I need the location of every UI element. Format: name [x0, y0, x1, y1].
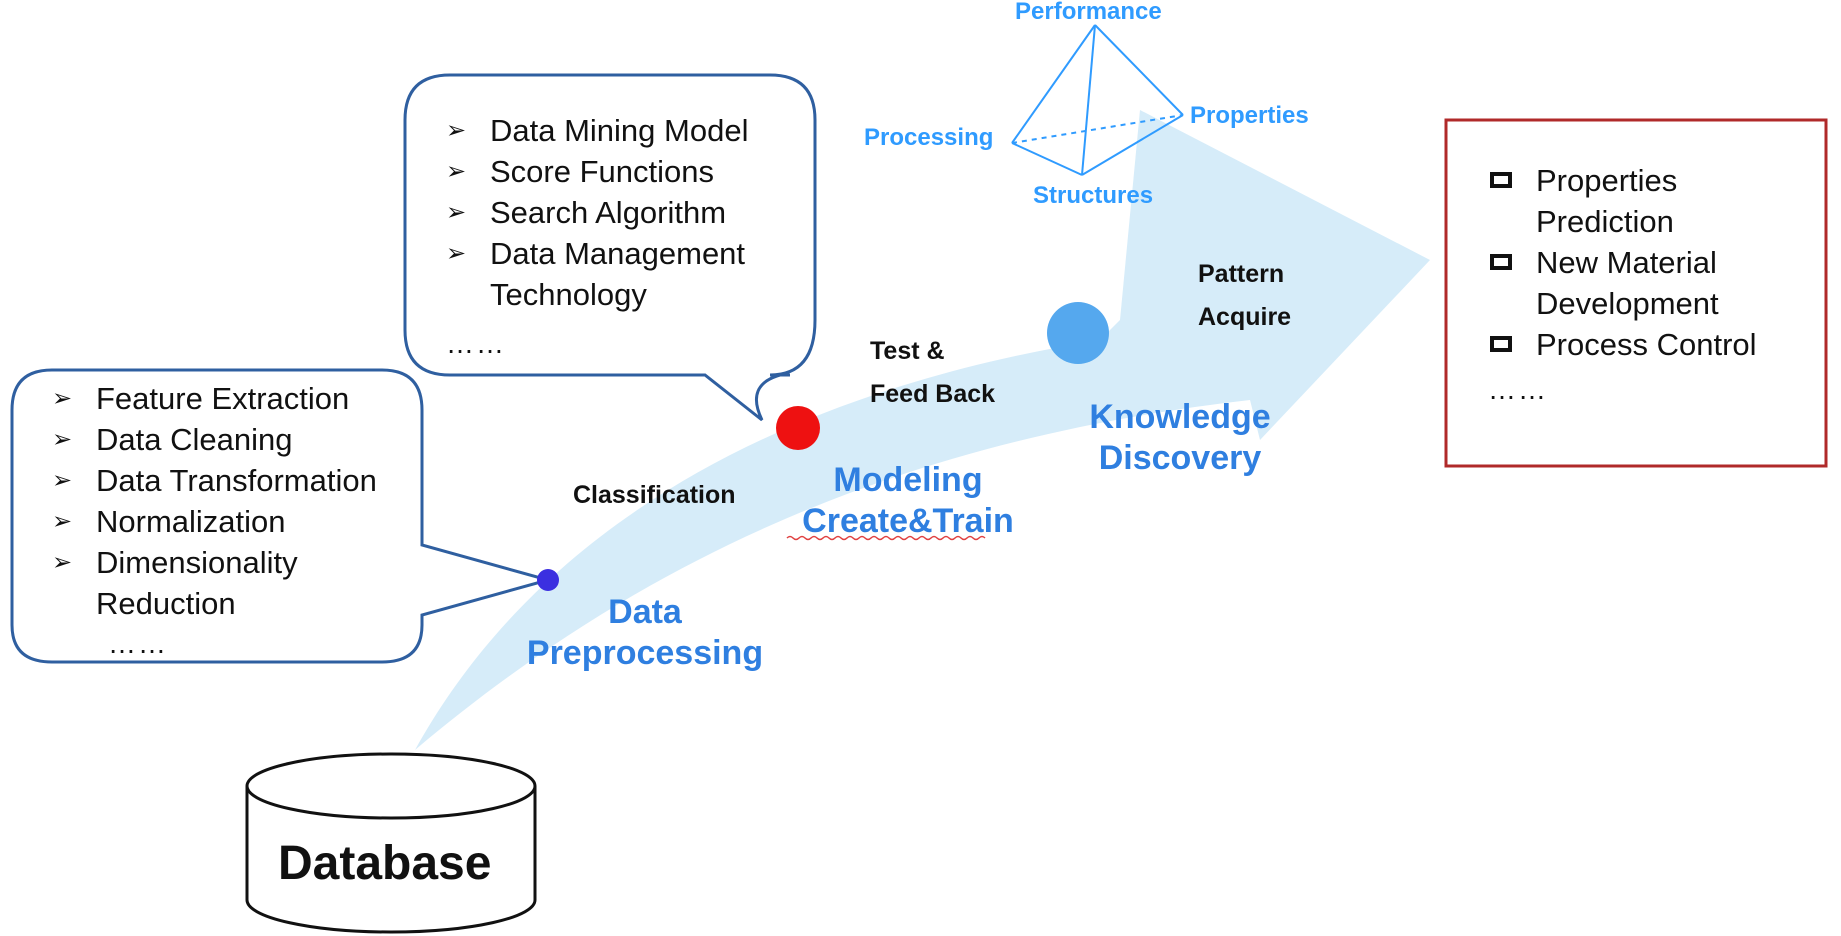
arrow-bullet-icon: ➢: [52, 549, 73, 576]
database-cylinder: [245, 752, 537, 934]
list-item-continuation: Reduction: [96, 586, 236, 621]
list-item: ➢Data Cleaning: [52, 419, 377, 460]
step-test-feedback: Test & Feed Back: [870, 337, 996, 408]
list-item: ➢Data Management: [446, 233, 748, 274]
arrow-bullet-icon: ➢: [52, 426, 73, 453]
spellcheck-underline: [786, 535, 986, 541]
stage-knowledge-discovery: Knowledge Discovery: [1089, 398, 1271, 477]
step-pattern-acquire: Pattern Acquire: [1198, 260, 1292, 331]
list-item: ➢Data Mining Model: [446, 110, 748, 151]
list-item-continuation: Technology: [490, 277, 647, 312]
list-item-continuation: Development: [1536, 286, 1719, 321]
preprocessing-bubble: [10, 368, 554, 664]
database-label: Database: [278, 837, 492, 890]
preprocessing-ellipsis: ……: [108, 628, 168, 659]
list-item: ➢Feature Extraction: [52, 378, 377, 419]
modeling-bubble: [403, 73, 817, 422]
list-item: ➢Dimensionality: [52, 542, 377, 583]
step-classification: Classification: [573, 481, 736, 509]
tetra-label-performance: Performance: [1015, 0, 1162, 25]
list-item: ➢Score Functions: [446, 151, 748, 192]
modeling-ellipsis: ……: [446, 328, 506, 359]
checkbox-icon: [1490, 254, 1512, 270]
modeling-list: ➢Data Mining Model ➢Score Functions ➢Sea…: [446, 110, 748, 315]
list-item: ➢Data Transformation: [52, 460, 377, 501]
arrow-bullet-icon: ➢: [446, 199, 467, 226]
stage-modeling: Modeling Create&Train: [802, 461, 1014, 540]
stage-data-preprocessing: Data Preprocessing: [526, 593, 764, 672]
arrow-bullet-icon: ➢: [446, 158, 467, 185]
modeling-dot: [776, 406, 820, 450]
tetrahedron-diagram: [1011, 24, 1184, 176]
knowledge-dot: [1047, 302, 1109, 364]
list-item: New Material: [1490, 242, 1757, 283]
process-flow-arrow: [415, 110, 1430, 750]
arrow-bullet-icon: ➢: [52, 385, 73, 412]
tetra-label-processing: Processing: [864, 124, 994, 151]
arrow-bullet-icon: ➢: [52, 467, 73, 494]
list-item: Properties: [1490, 160, 1757, 201]
checkbox-icon: [1490, 336, 1512, 352]
arrow-bullet-icon: ➢: [446, 117, 467, 144]
arrow-bullet-icon: ➢: [52, 508, 73, 535]
tetra-label-properties: Properties: [1190, 102, 1309, 129]
tetra-label-structures: Structures: [1033, 182, 1154, 209]
list-item: ➢Search Algorithm: [446, 192, 748, 233]
list-item: ➢Normalization: [52, 501, 377, 542]
arrow-bullet-icon: ➢: [446, 240, 467, 267]
checkbox-icon: [1490, 172, 1512, 188]
outcomes-ellipsis: ……: [1488, 374, 1548, 405]
preprocessing-list: ➢Feature Extraction ➢Data Cleaning ➢Data…: [52, 378, 377, 624]
outcomes-list: Properties Prediction New Material Devel…: [1490, 160, 1757, 365]
preprocessing-dot: [537, 569, 559, 591]
list-item-continuation: Prediction: [1536, 204, 1674, 239]
list-item: Process Control: [1490, 324, 1757, 365]
